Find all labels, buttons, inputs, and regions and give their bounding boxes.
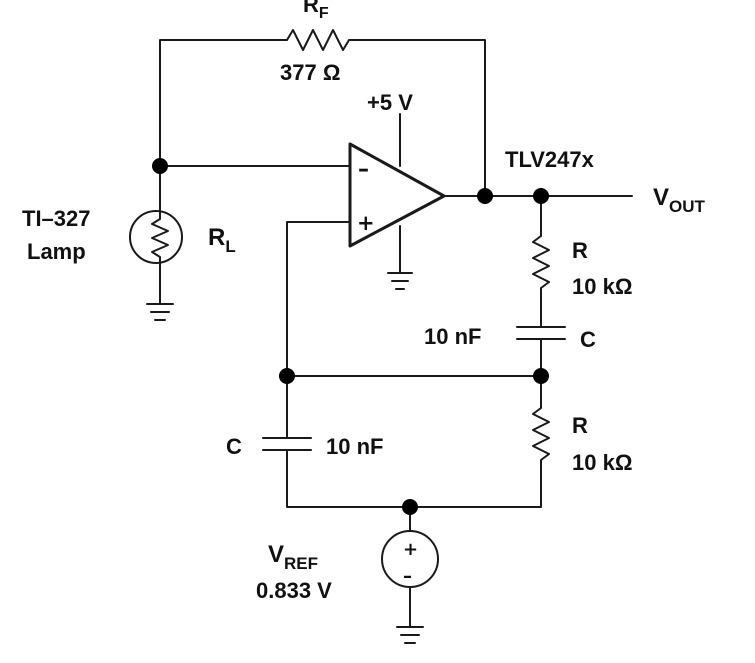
opamp-ground-icon — [387, 272, 413, 290]
junction-dot-inverting — [152, 158, 168, 174]
junction-dot-output-branch — [533, 188, 549, 204]
series-capacitor-value: 10 nF — [424, 324, 481, 349]
feedback-resistor-label: RF — [303, 0, 329, 22]
lamp-resistance-label: RL — [208, 224, 236, 256]
opamp-part-label: TLV247x — [505, 147, 595, 172]
shunt-resistor-value: 10 kΩ — [572, 450, 632, 475]
lamp-name-line1: TI–327 — [22, 206, 91, 231]
lamp-circle — [129, 210, 183, 264]
vref-plus-sign: + — [403, 539, 418, 560]
junction-dot-output-feedback — [477, 188, 493, 204]
vref-value: 0.833 V — [256, 578, 332, 603]
output-label: VOUT — [653, 184, 706, 216]
feedback-resistor-value: 377 Ω — [280, 60, 340, 85]
series-resistor-symbol — [532, 229, 550, 297]
vref-ground-icon — [396, 626, 424, 644]
junction-dot-vref — [402, 499, 418, 515]
lamp-name-line2: Lamp — [27, 239, 86, 264]
junction-dot-noninverting — [279, 368, 295, 384]
series-resistor-label: R — [572, 238, 588, 263]
feedback-wire — [159, 39, 486, 197]
inverting-input-sign: – — [358, 157, 369, 182]
shunt-capacitor-value: 10 nF — [326, 434, 383, 459]
noninverting-input-wire — [286, 221, 351, 377]
lamp-ground-icon — [146, 303, 174, 321]
junction-dot-bridge — [533, 368, 549, 384]
lamp-resistor-symbol — [151, 211, 169, 264]
opamp-symbol — [348, 142, 446, 248]
shunt-capacitor-label: C — [226, 434, 242, 459]
vref-label: VREF — [268, 541, 318, 573]
vref-minus-sign: – — [403, 566, 412, 587]
shunt-cap-bottom-wire — [286, 449, 411, 508]
shunt-resistor-bottom-wire — [409, 469, 542, 508]
shunt-resistor-label: R — [572, 413, 588, 438]
feedback-resistor-symbol — [271, 29, 366, 51]
shunt-resistor-symbol — [532, 401, 550, 471]
noninverting-input-sign: + — [357, 211, 375, 235]
series-capacitor-label: C — [580, 327, 596, 352]
supply-label: +5 V — [367, 90, 413, 115]
series-resistor-value: 10 kΩ — [572, 274, 632, 299]
